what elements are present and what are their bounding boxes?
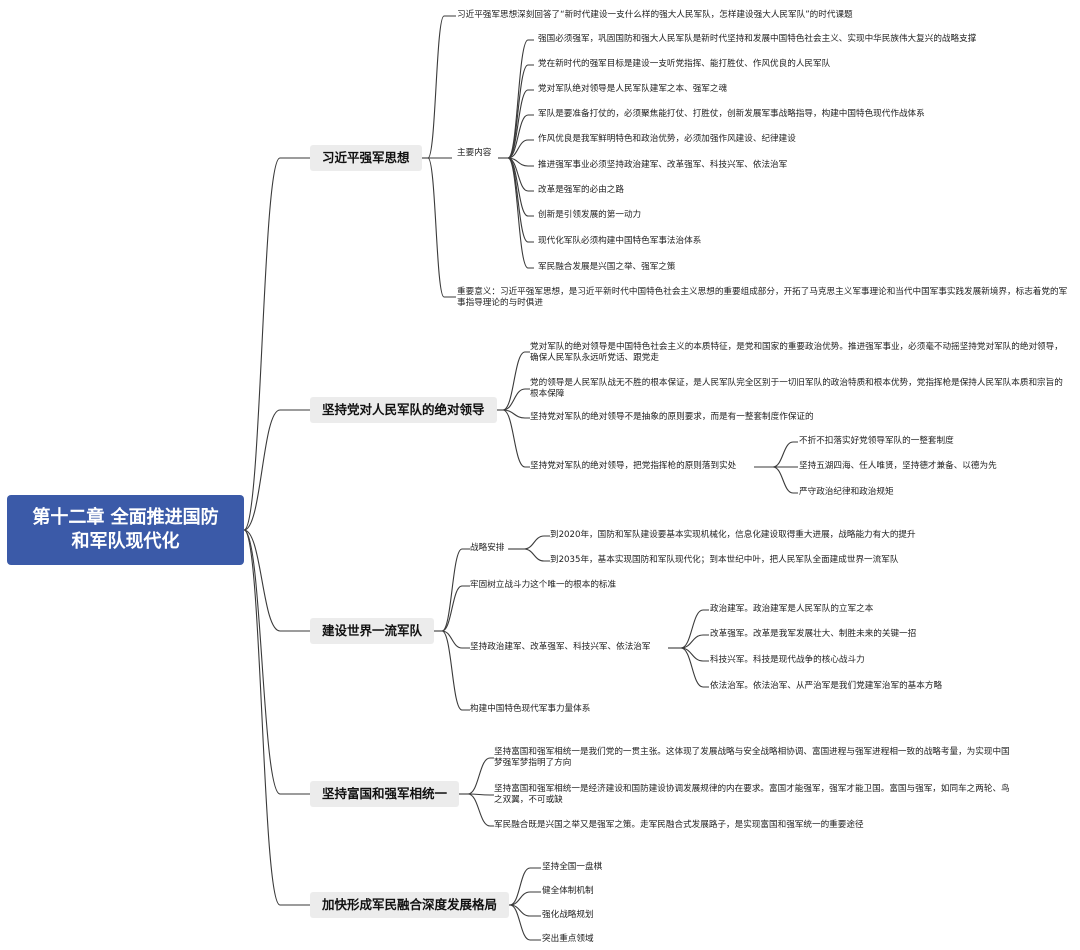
- b3-strategy-item: 到2020年，国防和军队建设要基本实现机械化，信息化建设取得重大进展，战略能力有…: [550, 530, 916, 540]
- b5-item: 健全体制机制: [542, 886, 594, 896]
- b3-strategy-label: 战略安排: [470, 543, 505, 553]
- b2-item: 坚持党对军队的绝对领导不是抽象的原则要求，而是有一整套制度作保证的: [530, 412, 814, 422]
- b1-main-item: 推进强军事业必须坚持政治建军、改革强军、科技兴军、依法治军: [538, 160, 788, 170]
- branch-label: 坚持党对人民军队的绝对领导: [322, 402, 485, 417]
- b3-four-item: 依法治军。依法治军、从严治军是我们党建军治军的基本方略: [710, 681, 943, 691]
- b3-standard: 牢固树立战斗力这个唯一的根本的标准: [470, 580, 617, 590]
- branch-label: 习近平强军思想: [322, 150, 410, 165]
- branch-rich-country-strong-army[interactable]: 坚持富国和强军相统一: [310, 781, 460, 807]
- b1-main-item: 党对军队绝对领导是人民军队建军之本、强军之魂: [538, 84, 728, 94]
- b3-four-label: 坚持政治建军、改革强军、科技兴军、依法治军: [470, 642, 651, 652]
- b4-item: 军民融合既是兴国之举又是强军之策。走军民融合式发展路子，是实现富国和强军统一的重…: [494, 820, 864, 830]
- root-topic-label: 第十二章 全面推进国防和军队现代化: [32, 507, 219, 552]
- b1-main-content-label: 主要内容: [457, 148, 492, 158]
- b5-item: 突出重点领域: [542, 934, 594, 944]
- b1-main-item: 强国必须强军，巩固国防和强大人民军队是新时代坚持和发展中国特色社会主义、实现中华…: [538, 34, 977, 44]
- branch-world-class-military[interactable]: 建设世界一流军队: [310, 618, 435, 644]
- b3-force-system: 构建中国特色现代军事力量体系: [470, 704, 591, 714]
- b1-intro: 习近平强军思想深刻回答了“新时代建设一支什么样的强大人民军队，怎样建设强大人民军…: [457, 10, 853, 20]
- b3-strategy-item: 到2035年，基本实现国防和军队现代化；到本世纪中叶，把人民军队全面建成世界一流…: [550, 555, 899, 565]
- branch-civil-military-integration[interactable]: 加快形成军民融合深度发展格局: [310, 892, 510, 918]
- b1-main-item: 创新是引领发展的第一动力: [538, 210, 642, 220]
- b1-main-item: 作风优良是我军鲜明特色和政治优势，必须加强作风建设、纪律建设: [538, 134, 796, 144]
- branch-label: 建设世界一流军队: [322, 623, 423, 638]
- b2-sub-item: 坚持五湖四海、任人唯贤，坚持德才兼备、以德为先: [799, 461, 997, 471]
- b2-sub-item: 不折不扣落实好党领导军队的一整套制度: [799, 436, 954, 446]
- b2-sub-item: 严守政治纪律和政治规矩: [799, 487, 894, 497]
- branch-party-absolute-leadership[interactable]: 坚持党对人民军队的绝对领导: [310, 397, 497, 423]
- b2-item: 党的领导是人民军队战无不胜的根本保证，是人民军队完全区别于一切旧军队的政治特质和…: [530, 378, 1063, 399]
- b3-four-item: 科技兴军。科技是现代战争的核心战斗力: [710, 655, 865, 665]
- branch-label: 坚持富国和强军相统一: [322, 786, 448, 801]
- b2-item: 坚持党对军队的绝对领导，把党指挥枪的原则落到实处: [530, 461, 737, 471]
- b5-item: 坚持全国一盘棋: [542, 862, 603, 872]
- b4-item: 坚持富国和强军相统一是经济建设和国防建设协调发展规律的内在要求。富国才能强军，强…: [494, 784, 1010, 805]
- b1-main-item: 改革是强军的必由之路: [538, 185, 624, 195]
- b1-main-item: 军民融合发展是兴国之举、强军之策: [538, 262, 676, 272]
- root-topic[interactable]: 第十二章 全面推进国防和军队现代化: [7, 495, 244, 565]
- b3-four-item: 政治建军。政治建军是人民军队的立军之本: [710, 604, 874, 614]
- b5-item: 强化战略规划: [542, 910, 594, 920]
- b2-item: 党对军队的绝对领导是中国特色社会主义的本质特征，是党和国家的重要政治优势。推进强…: [530, 342, 1063, 363]
- b1-main-item: 军队是要准备打仗的，必须聚焦能打仗、打胜仗，创新发展军事战略指导，构建中国特色现…: [538, 109, 925, 119]
- branch-xi-strong-army-thought[interactable]: 习近平强军思想: [310, 145, 422, 171]
- branch-label: 加快形成军民融合深度发展格局: [322, 897, 498, 912]
- b3-four-item: 改革强军。改革是我军发展壮大、制胜未来的关键一招: [710, 629, 917, 639]
- b1-main-item: 党在新时代的强军目标是建设一支听党指挥、能打胜仗、作风优良的人民军队: [538, 59, 831, 69]
- b1-significance: 重要意义：习近平强军思想，是习近平新时代中国特色社会主义思想的重要组成部分，开拓…: [457, 287, 1068, 308]
- b1-main-item: 现代化军队必须构建中国特色军事法治体系: [538, 236, 702, 246]
- b4-item: 坚持富国和强军相统一是我们党的一贯主张。这体现了发展战略与安全战略相协调、富国进…: [494, 747, 1010, 768]
